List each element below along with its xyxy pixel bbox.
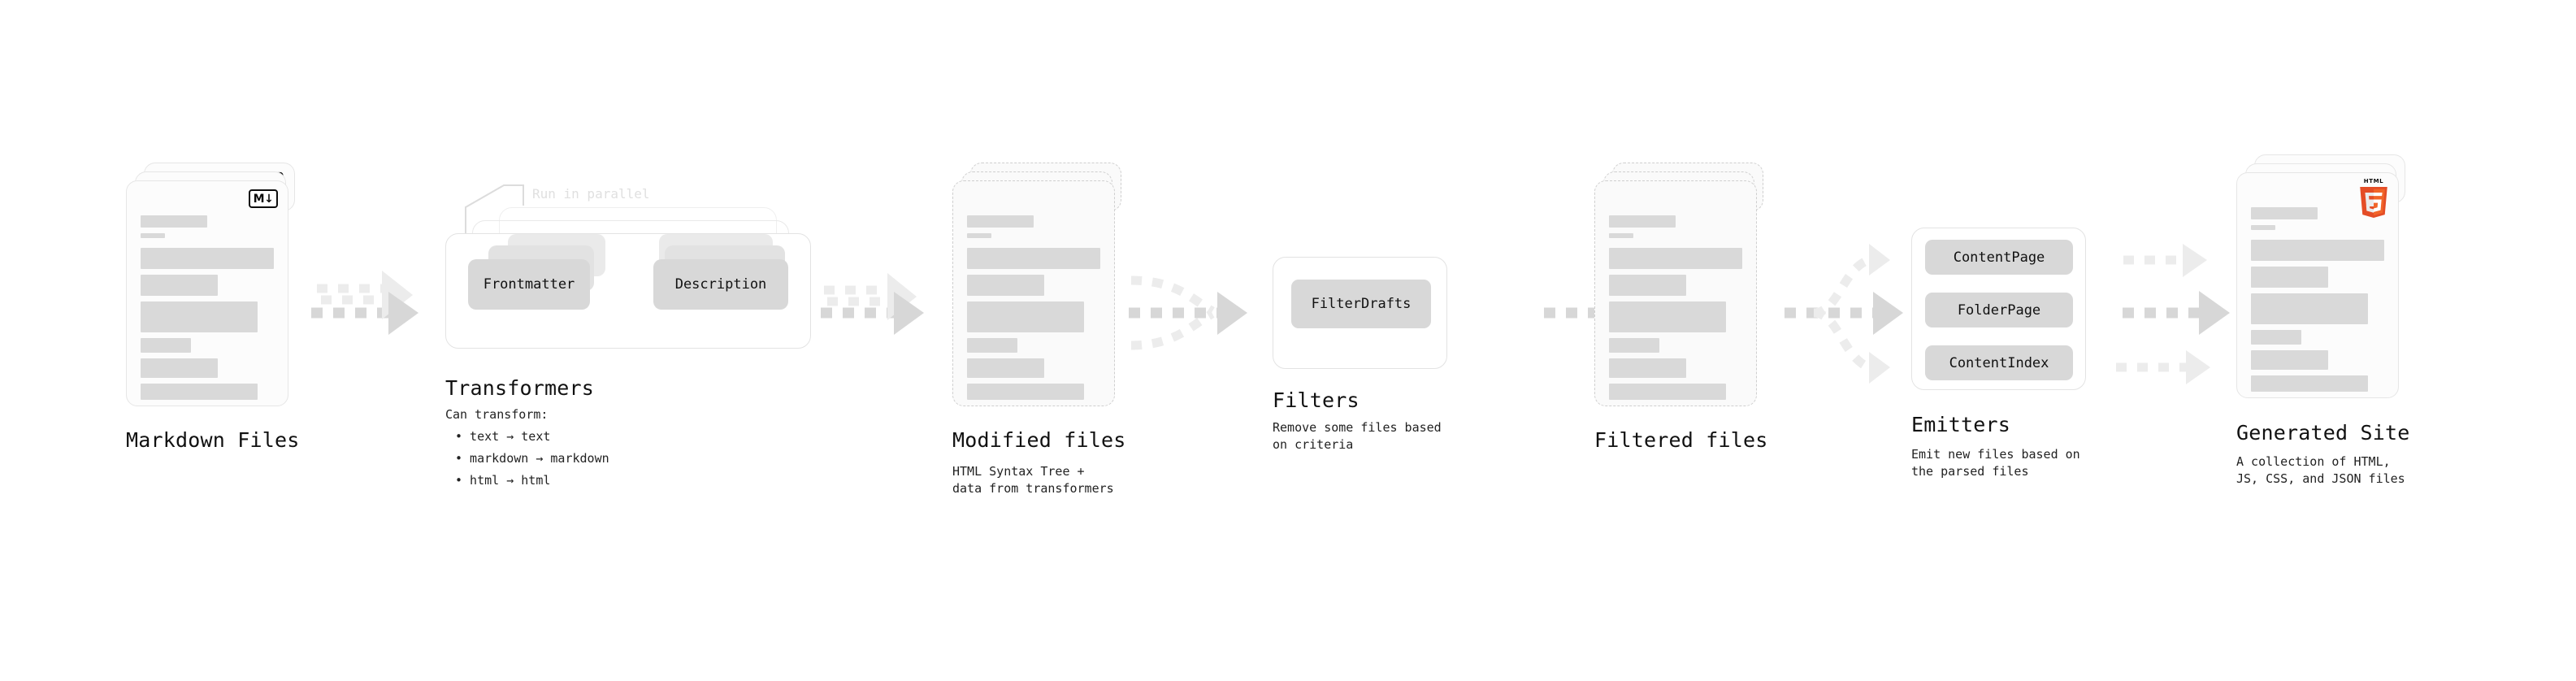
frontmatter-chip-label: Frontmatter: [483, 276, 575, 293]
filters-panel: FilterDrafts: [1273, 257, 1447, 369]
arrow-markdown-to-transformers: [311, 271, 418, 335]
markdown-files-label: Markdown Files: [126, 428, 300, 452]
generated-site-description: A collection of HTML, JS, CSS, and JSON …: [2236, 454, 2405, 486]
modified-files-description: HTML Syntax Tree + data from transformer…: [952, 464, 1114, 496]
transformers-bullet-1: • markdown → markdown: [455, 451, 609, 466]
html5-shield: [2360, 187, 2387, 218]
contentpage-chip[interactable]: ContentPage: [1925, 240, 2073, 275]
folderpage-chip[interactable]: FolderPage: [1925, 293, 2073, 327]
generated-site-label: Generated Site: [2236, 421, 2410, 445]
description-chip[interactable]: Description: [653, 259, 788, 310]
placeholder-lines: [141, 215, 274, 406]
filtered-sheet-front: [1594, 180, 1757, 406]
emitters-label: Emitters: [1911, 413, 2011, 436]
site-sheet-html: HTML: [2236, 172, 2399, 398]
modified-sheet-front: [952, 180, 1115, 406]
folderpage-chip-label: FolderPage: [1957, 301, 2041, 319]
filters-description: Remove some files based on criteria: [1273, 420, 1442, 452]
generated-site-stack: CSS HTML: [2236, 154, 2405, 398]
emitters-description: Emit new files based on the parsed files: [1911, 447, 2080, 479]
filterdrafts-chip[interactable]: FilterDrafts: [1291, 280, 1431, 328]
placeholder-lines: [1609, 215, 1742, 406]
filtered-files-label: Filtered files: [1594, 428, 1768, 452]
arrow-filtered-to-emitters: [1785, 244, 1903, 384]
filters-label: Filters: [1273, 388, 1360, 412]
description-chip-label: Description: [674, 276, 767, 293]
arrow-transformers-to-modified: [821, 273, 924, 335]
transformers-bullet-2: • html → html: [455, 473, 551, 488]
run-in-parallel-label: Run in parallel: [532, 186, 650, 202]
placeholder-lines: [967, 215, 1100, 406]
filterdrafts-chip-label: FilterDrafts: [1311, 296, 1412, 312]
modified-files-stack: [952, 163, 1121, 406]
arrow-emitters-to-site: [2116, 244, 2230, 384]
markdown-icon: M↓: [249, 189, 278, 209]
filtered-files-stack: [1594, 163, 1763, 406]
markdown-files-stack: M↓ M↓ M↓: [126, 163, 295, 406]
modified-files-label: Modified files: [952, 428, 1126, 452]
arrow-modified-to-filters: [1129, 275, 1247, 350]
contentpage-chip-label: ContentPage: [1953, 249, 2045, 266]
emitters-panel: ContentPage FolderPage ContentIndex: [1911, 228, 2086, 390]
placeholder-lines: [2251, 207, 2384, 397]
frontmatter-chip[interactable]: Frontmatter: [468, 259, 590, 310]
transformers-label: Transformers: [445, 376, 595, 400]
transformers-bullet-0: • text → text: [455, 429, 551, 444]
contentindex-chip[interactable]: ContentIndex: [1925, 345, 2073, 380]
transformers-description: Can transform:: [445, 407, 549, 422]
html5-icon: HTML: [2357, 178, 2390, 223]
transformers-group: Frontmatter Description: [445, 207, 835, 362]
markdown-sheet-front: M↓: [126, 180, 288, 406]
contentindex-chip-label: ContentIndex: [1949, 354, 2049, 371]
